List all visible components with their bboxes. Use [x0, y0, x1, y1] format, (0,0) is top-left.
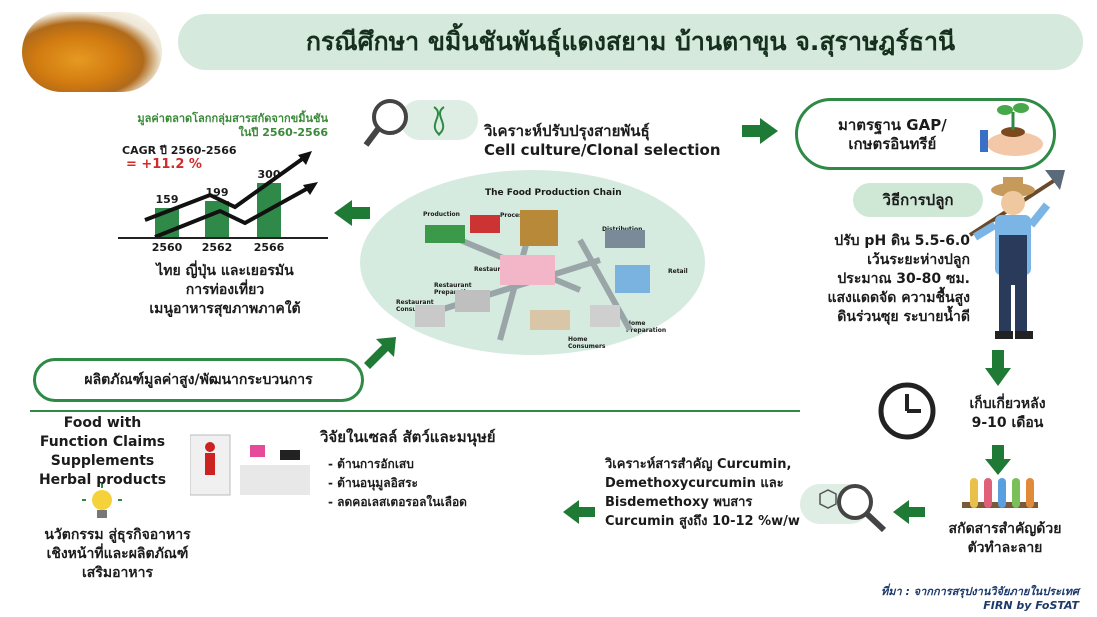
- standard-line2: เกษตรอินทรีย์: [848, 135, 937, 153]
- standard-text: มาตรฐาน GAP/ เกษตรอินทรีย์: [838, 116, 947, 154]
- bar-value-label: 159: [155, 193, 179, 207]
- breeding-research: วิเคราะห์ปรับปรุงสายพันธุ์ Cell culture/…: [484, 122, 721, 160]
- food-chain-label: Home Consumers: [568, 336, 606, 350]
- page-title: กรณีศึกษา ขมิ้นชันพันธุ์แดงสยาม บ้านตาขุ…: [305, 27, 956, 56]
- planting-header-text: วิธีการปลูก: [882, 191, 954, 209]
- bar-category-label: 2560: [151, 241, 183, 254]
- planting-header: วิธีการปลูก: [853, 183, 983, 217]
- caption-line1: ไทย ญี่ปุ่น และเยอรมัน: [156, 263, 294, 279]
- arrow-left-icon: [563, 500, 595, 524]
- harvest-text: เก็บเกี่ยวหลัง 9-10 เดือน: [955, 395, 1060, 433]
- farmer-icon: [968, 170, 1065, 339]
- planting-line: ดินร่วนซุย ระบายน้ำดี: [837, 309, 970, 325]
- analysis-line: Bisdemethoxy พบสาร: [605, 495, 753, 510]
- chart-title-line1: มูลค่าตลาดโลกกลุ่มสารสกัดจากขมิ้นชัน: [137, 112, 328, 125]
- research-line1: วิเคราะห์ปรับปรุงสายพันธุ์: [484, 122, 650, 140]
- innovation-line: นวัตกรรม สู่ธุรกิจอาหาร: [44, 527, 191, 543]
- extract-text: สกัดสารสำคัญด้วย ตัวทำละลาย: [945, 520, 1065, 558]
- food-chain-label: Restaurant: [474, 266, 512, 273]
- arrow-up-right-icon: [364, 337, 396, 369]
- cell-research-item: - ต้านการอักเสบ: [328, 457, 414, 471]
- planting-line: ปรับ pH ดิน 5.5-6.0: [834, 233, 970, 249]
- cell-research-item: - ลดคอเลสเตอรอลในเลือด: [328, 495, 467, 509]
- arrow-down-icon: [985, 445, 1011, 475]
- source-note: ที่มา : จากการสรุปงานวิจัยภายในประเทศ: [880, 585, 1079, 598]
- research-line2: Cell culture/Clonal selection: [484, 141, 721, 159]
- title-banner: กรณีศึกษา ขมิ้นชันพันธุ์แดงสยาม บ้านตาขุ…: [178, 14, 1083, 70]
- cagr-value: = +11.2 %: [126, 157, 202, 172]
- section-divider: [30, 410, 800, 412]
- planting-line: แสงแดดจัด ความชื้นสูง: [827, 290, 970, 306]
- extract-line1: สกัดสารสำคัญด้วย: [948, 521, 1062, 537]
- food-chain-label: Home Preparation: [626, 320, 667, 334]
- cell-research-title: วิจัยในเซลล์ สัตว์และมนุษย์: [320, 428, 496, 446]
- caption-line2: การท่องเที่ยว: [185, 282, 265, 298]
- food-chain-label: Distribution: [602, 226, 643, 233]
- test-tubes-icon: [962, 478, 1038, 508]
- food-chain-label: Production: [423, 211, 460, 218]
- analysis-line: Demethoxycurcumin และ: [605, 476, 784, 491]
- product-line: Supplements: [50, 453, 155, 469]
- arrow-right-icon: [742, 118, 778, 144]
- innovation-line: เชิงหน้าที่และผลิตภัณฑ์: [46, 546, 189, 562]
- caption-line3: เมนูอาหารสุขภาพภาคใต้: [149, 301, 301, 317]
- cagr-label: CAGR ปี 2560-2566: [122, 144, 237, 157]
- planting-line: ประมาณ 30-80 ซม.: [837, 271, 970, 287]
- lightbulb-icon: [82, 484, 122, 518]
- lab-research-icon: [190, 434, 310, 496]
- planting-line: เว้นระยะห่างปลูก: [867, 252, 970, 268]
- standard-line1: มาตรฐาน GAP/: [838, 116, 947, 134]
- chart-axis: [118, 237, 328, 239]
- product-pill-text: ผลิตภัณฑ์มูลค่าสูง/พัฒนากระบวนการ: [84, 371, 313, 388]
- food-chain-label: Processing: [500, 212, 537, 219]
- analysis-line: วิเคราะห์สารสำคัญ Curcumin,: [605, 457, 792, 472]
- food-chain-label: Restaurant Preparation: [434, 282, 475, 296]
- sprout-hand-icon: [980, 103, 1043, 156]
- innovation-text: นวัตกรรม สู่ธุรกิจอาหารเชิงหน้าที่และผลิ…: [30, 526, 205, 583]
- chart-title-line2: ในปี 2560-2566: [238, 126, 329, 139]
- product-pill: ผลิตภัณฑ์มูลค่าสูง/พัฒนากระบวนการ: [33, 358, 364, 402]
- magnifier-molecule-icon: [800, 484, 887, 533]
- arrow-left-icon: [893, 500, 925, 524]
- innovation-line: เสริมอาหาร: [82, 565, 153, 581]
- cell-research-item: - ต้านอนุมูลอิสระ: [328, 476, 418, 490]
- arrow-down-icon: [985, 350, 1011, 386]
- turmeric-photo: [22, 12, 162, 92]
- chart-title: มูลค่าตลาดโลกกลุ่มสารสกัดจากขมิ้นชัน ในป…: [118, 112, 328, 140]
- planting-instructions: ปรับ pH ดิน 5.5-6.0 เว้นระยะห่างปลูกประมา…: [805, 232, 970, 327]
- food-chain-illustration: [415, 210, 650, 341]
- extract-line2: ตัวทำละลาย: [967, 540, 1043, 556]
- bar-category-label: 2562: [201, 241, 233, 254]
- magnifier-dna-icon: [363, 99, 478, 147]
- harvest-line2: 9-10 เดือน: [971, 415, 1044, 431]
- food-chain-label: Retail: [668, 268, 688, 275]
- growth-arrows-icon: [144, 151, 318, 239]
- chart-caption: ไทย ญี่ปุ่น และเยอรมัน การท่องเที่ยว เมน…: [110, 262, 340, 319]
- food-chain-title: The Food Production Chain: [485, 188, 622, 198]
- bar-category-label: 2566: [253, 241, 285, 254]
- harvest-line1: เก็บเกี่ยวหลัง: [969, 396, 1046, 412]
- clock-icon: [878, 382, 936, 440]
- analysis-text: วิเคราะห์สารสำคัญ Curcumin, Demethoxycurc…: [605, 455, 800, 531]
- product-line: Herbal products: [38, 472, 167, 488]
- product-line: Food with: [63, 415, 142, 431]
- food-chain-label: Restaurant Consumer: [396, 299, 434, 313]
- product-line: Function Claims: [39, 434, 166, 450]
- analysis-line: Curcumin สูงถึง 10-12 %w/w: [605, 514, 800, 529]
- cell-research-items: - ต้านการอักเสบ - ต้านอนุมูลอิสระ - ลดคอเล…: [328, 455, 467, 512]
- arrow-left-icon: [334, 200, 370, 226]
- bar: [205, 201, 229, 237]
- credit-note: FIRN by FoSTAT: [983, 599, 1079, 612]
